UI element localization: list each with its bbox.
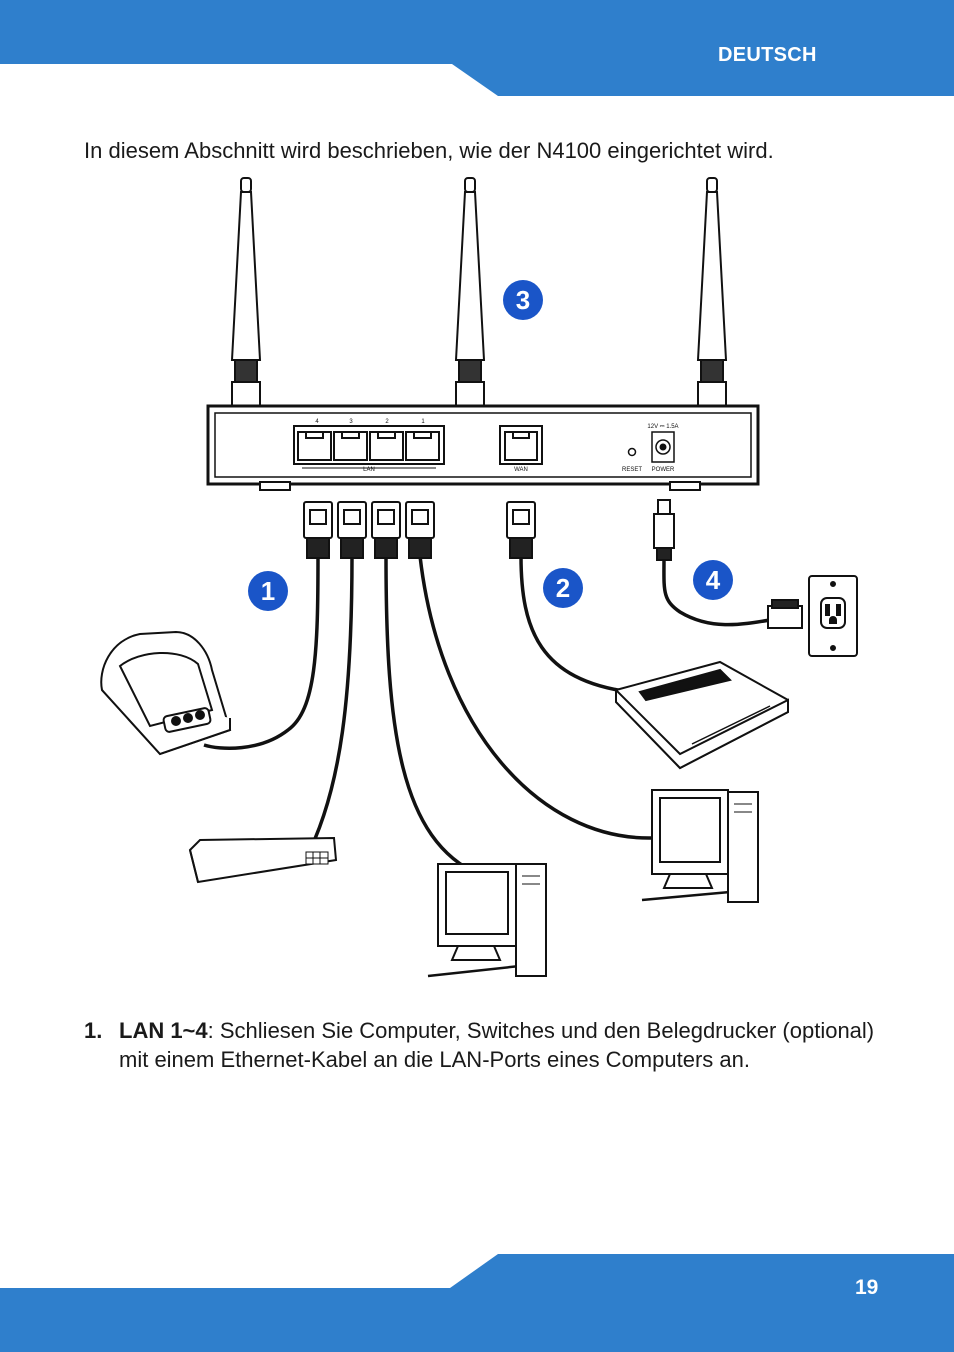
computer-right bbox=[641, 789, 759, 903]
footer-band-shape bbox=[0, 1254, 954, 1352]
intro-text: In diesem Abschnitt wird beschrieben, wi… bbox=[84, 138, 774, 163]
header-band bbox=[0, 0, 954, 100]
svg-text:3: 3 bbox=[516, 285, 530, 315]
step-item: 1. LAN 1~4: Schliesen Sie Computer, Swit… bbox=[84, 1016, 884, 1074]
switch bbox=[188, 836, 338, 884]
lan-plug-1 bbox=[303, 501, 333, 559]
power-label: POWER bbox=[652, 467, 675, 473]
connection-diagram: 4 3 2 1 LAN WAN RESET POWER 12V ⎓ 1.5A 1… bbox=[100, 177, 858, 978]
wall-outlet bbox=[767, 575, 858, 657]
wan-port bbox=[504, 431, 538, 461]
lan-plug-4 bbox=[405, 501, 435, 559]
router bbox=[206, 404, 760, 491]
lan-port-4 bbox=[297, 431, 332, 461]
receipt-printer bbox=[100, 630, 232, 756]
header-band-shape bbox=[0, 0, 954, 96]
step-number: 1. bbox=[84, 1018, 103, 1043]
svg-text:4: 4 bbox=[706, 565, 721, 595]
steps-list: 1. LAN 1~4: Schliesen Sie Computer, Swit… bbox=[84, 1016, 884, 1074]
callout-2: 2 bbox=[543, 568, 583, 608]
lan-plug-3 bbox=[371, 501, 401, 559]
computer-center bbox=[427, 863, 547, 978]
page-number: 19 bbox=[855, 1276, 879, 1299]
wan-label: WAN bbox=[514, 467, 528, 473]
reset-label: RESET bbox=[622, 467, 642, 473]
step-text: : Schliesen Sie Computer, Switches und d… bbox=[119, 1018, 875, 1072]
lan-port-3 bbox=[333, 431, 368, 461]
wan-plug bbox=[506, 501, 536, 559]
lan-port-label-2: 2 bbox=[385, 419, 389, 425]
language-label: DEUTSCH bbox=[718, 44, 817, 66]
footer-band bbox=[0, 1250, 954, 1352]
power-plug bbox=[653, 499, 675, 561]
lan-plug-2 bbox=[337, 501, 367, 559]
lan-port-label-1: 1 bbox=[421, 419, 425, 425]
power-rating-label: 12V ⎓ 1.5A bbox=[647, 424, 678, 430]
lan-port-label-3: 3 bbox=[349, 419, 353, 425]
lan-port-2 bbox=[369, 431, 404, 461]
callout-3: 3 bbox=[503, 280, 543, 320]
lan-label: LAN bbox=[363, 467, 375, 473]
callout-4: 4 bbox=[693, 560, 733, 600]
svg-text:2: 2 bbox=[556, 573, 570, 603]
modem bbox=[615, 660, 789, 770]
step-term: LAN 1~4 bbox=[119, 1018, 208, 1043]
lan-port-1 bbox=[405, 431, 440, 461]
callout-1: 1 bbox=[248, 571, 288, 611]
reset-button bbox=[627, 447, 637, 457]
svg-text:1: 1 bbox=[261, 576, 275, 606]
lan-port-label-4: 4 bbox=[315, 419, 319, 425]
